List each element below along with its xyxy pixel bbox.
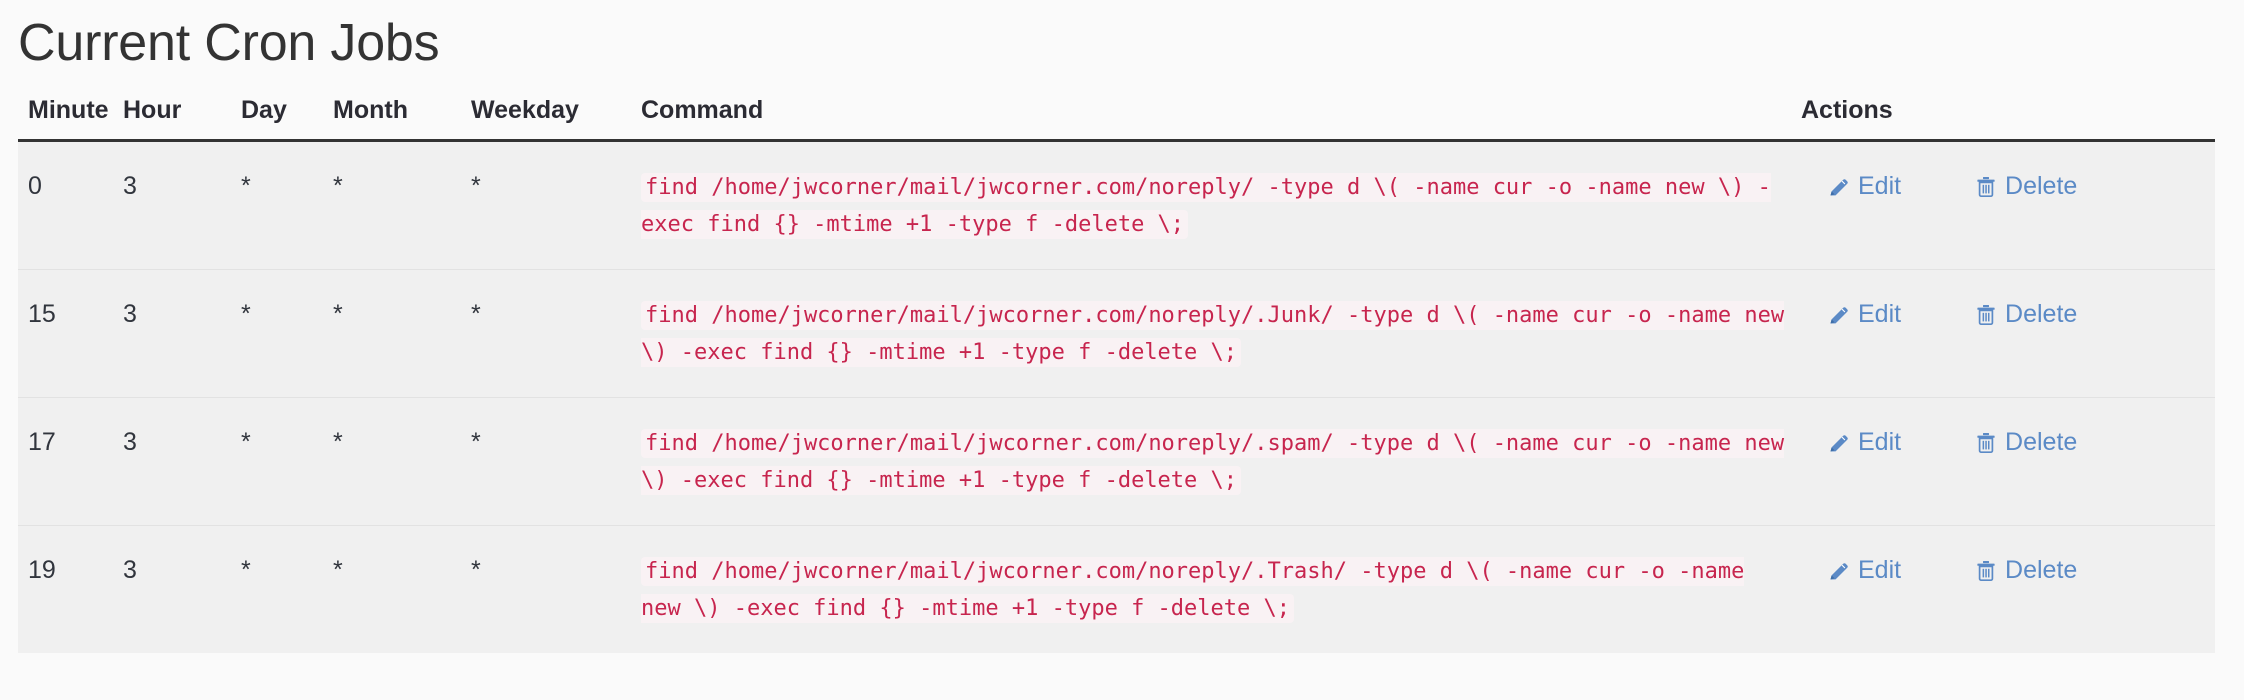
cell-minute: 0 xyxy=(18,140,123,270)
cell-hour: 3 xyxy=(123,525,241,653)
pencil-icon xyxy=(1827,430,1851,456)
edit-label: Edit xyxy=(1858,427,1902,456)
delete-button[interactable]: Delete xyxy=(1974,168,2077,206)
cell-actions: Edit Delete xyxy=(1801,397,2215,526)
cell-minute: 15 xyxy=(18,269,123,398)
column-header-month: Month xyxy=(333,95,471,142)
edit-button[interactable]: Edit xyxy=(1827,424,1901,462)
pencil-icon xyxy=(1827,174,1851,200)
table-body: 0 3 * * * find /home/jwcorner/mail/jwcor… xyxy=(18,140,2215,653)
pencil-icon xyxy=(1827,302,1851,328)
column-header-command: Command xyxy=(641,95,1801,142)
cell-actions: Edit Delete xyxy=(1801,525,2215,653)
trash-icon xyxy=(1974,430,1998,456)
delete-button[interactable]: Delete xyxy=(1974,424,2077,462)
trash-icon xyxy=(1974,302,1998,328)
command-code: find /home/jwcorner/mail/jwcorner.com/no… xyxy=(641,556,1745,624)
trash-icon xyxy=(1974,174,1998,200)
table-header: Minute Hour Day Month Weekday Command Ac… xyxy=(18,95,2215,142)
edit-label: Edit xyxy=(1858,171,1902,200)
delete-label: Delete xyxy=(2005,555,2078,584)
column-header-actions: Actions xyxy=(1801,95,2215,142)
column-header-minute: Minute xyxy=(18,95,123,142)
cell-minute: 17 xyxy=(18,397,123,526)
table-header-row: Minute Hour Day Month Weekday Command Ac… xyxy=(18,95,2215,142)
cell-actions: Edit Delete xyxy=(1801,269,2215,398)
cell-weekday: * xyxy=(471,397,641,526)
delete-button[interactable]: Delete xyxy=(1974,552,2077,590)
cell-day: * xyxy=(241,140,333,270)
cron-jobs-table: Minute Hour Day Month Weekday Command Ac… xyxy=(18,95,2215,653)
cell-hour: 3 xyxy=(123,397,241,526)
cell-day: * xyxy=(241,525,333,653)
delete-label: Delete xyxy=(2005,427,2078,456)
delete-label: Delete xyxy=(2005,299,2078,328)
edit-button[interactable]: Edit xyxy=(1827,296,1901,334)
command-code: find /home/jwcorner/mail/jwcorner.com/no… xyxy=(641,300,1785,368)
cell-weekday: * xyxy=(471,140,641,270)
cell-command: find /home/jwcorner/mail/jwcorner.com/no… xyxy=(641,140,1801,270)
table-row: 19 3 * * * find /home/jwcorner/mail/jwco… xyxy=(18,525,2215,653)
cell-command: find /home/jwcorner/mail/jwcorner.com/no… xyxy=(641,397,1801,526)
cell-minute: 19 xyxy=(18,525,123,653)
command-code: find /home/jwcorner/mail/jwcorner.com/no… xyxy=(641,172,1771,240)
cell-command: find /home/jwcorner/mail/jwcorner.com/no… xyxy=(641,269,1801,398)
pencil-icon xyxy=(1827,558,1851,584)
cell-month: * xyxy=(333,269,471,398)
edit-button[interactable]: Edit xyxy=(1827,552,1901,590)
column-header-weekday: Weekday xyxy=(471,95,641,142)
table-row: 15 3 * * * find /home/jwcorner/mail/jwco… xyxy=(18,269,2215,398)
column-header-hour: Hour xyxy=(123,95,241,142)
edit-label: Edit xyxy=(1858,299,1902,328)
command-code: find /home/jwcorner/mail/jwcorner.com/no… xyxy=(641,428,1785,496)
cell-day: * xyxy=(241,269,333,398)
table-row: 0 3 * * * find /home/jwcorner/mail/jwcor… xyxy=(18,140,2215,270)
table-row: 17 3 * * * find /home/jwcorner/mail/jwco… xyxy=(18,397,2215,526)
delete-button[interactable]: Delete xyxy=(1974,296,2077,334)
cell-weekday: * xyxy=(471,525,641,653)
edit-label: Edit xyxy=(1858,555,1902,584)
cell-day: * xyxy=(241,397,333,526)
column-header-day: Day xyxy=(241,95,333,142)
cell-month: * xyxy=(333,140,471,270)
edit-button[interactable]: Edit xyxy=(1827,168,1901,206)
page-title: Current Cron Jobs xyxy=(18,14,440,72)
cell-command: find /home/jwcorner/mail/jwcorner.com/no… xyxy=(641,525,1801,653)
cell-actions: Edit Delete xyxy=(1801,140,2215,270)
cell-hour: 3 xyxy=(123,140,241,270)
cell-month: * xyxy=(333,525,471,653)
cell-month: * xyxy=(333,397,471,526)
cell-hour: 3 xyxy=(123,269,241,398)
cell-weekday: * xyxy=(471,269,641,398)
delete-label: Delete xyxy=(2005,171,2078,200)
trash-icon xyxy=(1974,558,1998,584)
